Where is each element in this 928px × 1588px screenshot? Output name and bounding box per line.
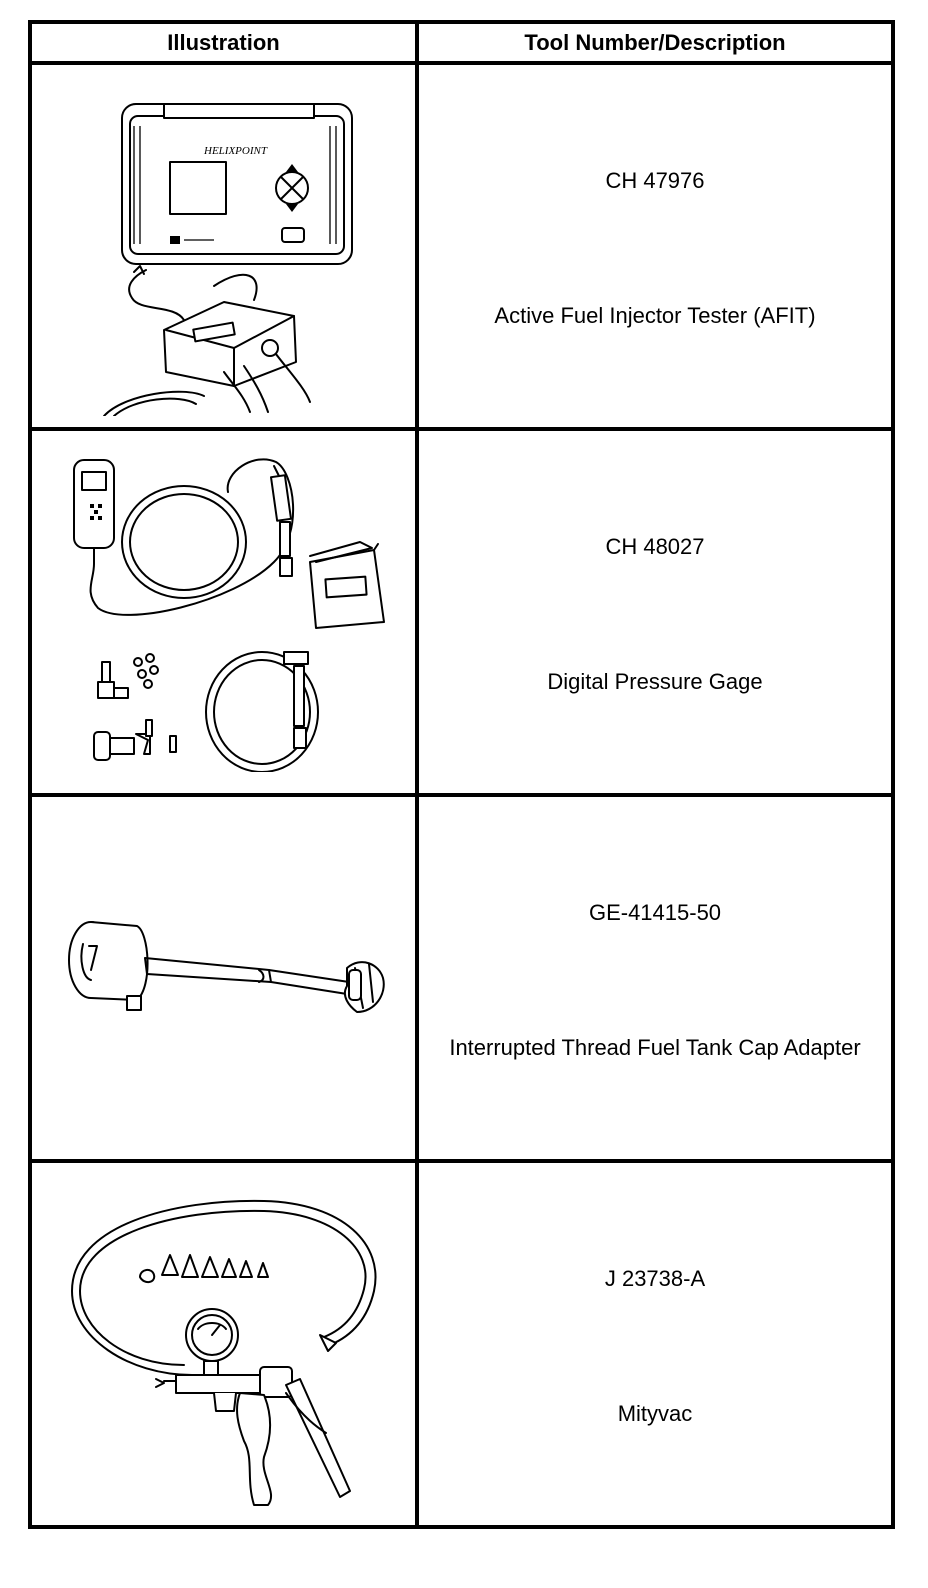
fuel-cap-adapter-icon: [67, 921, 385, 1013]
tool-number: CH 47976: [605, 168, 705, 193]
vacuum-pump-icon: [70, 1199, 376, 1506]
tool-description-cell: GE-41415-50 Interrupted Thread Fuel Tank…: [415, 793, 895, 1163]
tool-description-cell: CH 48027 Digital Pressure Gage: [415, 427, 895, 797]
svg-text:HELIXPOINT: HELIXPOINT: [203, 145, 268, 157]
illustration-cell: [28, 427, 419, 797]
table-row: CH 48027 Digital Pressure Gage: [28, 427, 895, 797]
tool-description: Digital Pressure Gage: [547, 669, 763, 694]
tool-description-header: Tool Number/Description: [415, 20, 895, 65]
tool-number: GE-41415-50: [588, 900, 722, 925]
tool-number: CH 48027: [605, 534, 705, 559]
table-row: GE-41415-50 Interrupted Thread Fuel Tank…: [28, 793, 895, 1163]
table-row: HELIXPOINT: [28, 61, 895, 431]
tool-table: Illustration Tool Number/Description HEL…: [28, 20, 895, 1529]
tool-description: Active Fuel Injector Tester (AFIT): [494, 303, 816, 328]
table-row: J 23738-A Mityvac: [28, 1159, 895, 1529]
illustration-header: Illustration: [28, 20, 419, 65]
illustration-cell: [28, 1159, 419, 1529]
tool-description: Mityvac: [617, 1401, 693, 1426]
tool-description: Interrupted Thread Fuel Tank Cap Adapter: [449, 1035, 861, 1060]
pressure-gage-kit-icon: [72, 458, 385, 772]
tool-description-cell: CH 47976 Active Fuel Injector Tester (AF…: [415, 61, 895, 431]
tool-description-cell: J 23738-A Mityvac: [415, 1159, 895, 1529]
illustration-cell: HELIXPOINT: [28, 61, 419, 431]
illustration-cell: [28, 793, 419, 1163]
injector-tester-icon: HELIXPOINT: [102, 103, 353, 416]
tool-number: J 23738-A: [604, 1266, 706, 1291]
header-row: Illustration Tool Number/Description: [28, 20, 895, 65]
